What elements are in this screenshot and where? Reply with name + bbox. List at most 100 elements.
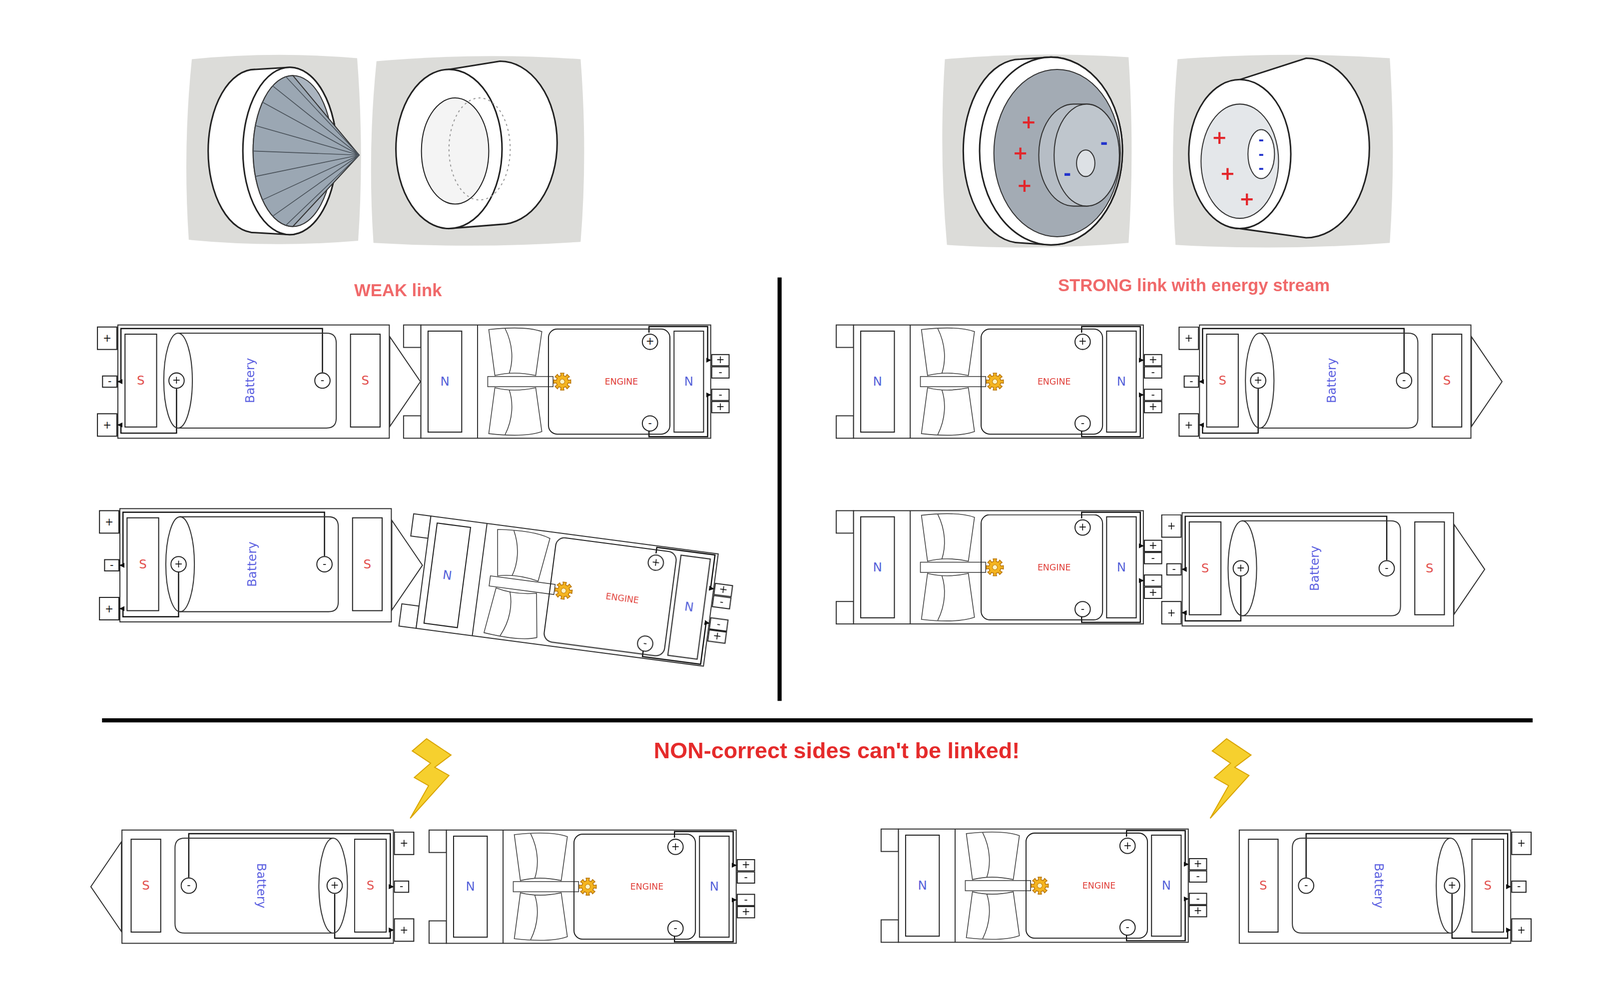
housing-divider: [909, 510, 911, 624]
terminal-box: -: [736, 871, 756, 884]
terminal-box: -: [1188, 892, 1208, 906]
magnet-pole: N: [873, 375, 883, 389]
polarity-sign: +: [1021, 113, 1037, 132]
socket-cap: [403, 325, 422, 348]
pole-sign: +: [1123, 840, 1132, 851]
socket-cap: [836, 325, 854, 348]
terminal-sign: +: [1184, 333, 1193, 344]
terminal-sign: +: [1193, 906, 1203, 917]
terminal-sign: -: [718, 389, 722, 400]
terminal-sign: +: [716, 402, 725, 413]
socket-hole: [1200, 103, 1279, 219]
terminal-box: -: [1188, 870, 1208, 883]
socket-cap: [836, 510, 854, 534]
magnet-pole: S: [1443, 374, 1452, 388]
turbine-blade: [491, 528, 551, 582]
gear-hub: [992, 564, 998, 570]
module-housing: [421, 325, 711, 439]
cylinder-body: [174, 838, 334, 934]
module: NENGINE+-N+--+: [835, 510, 1144, 625]
terminal-box: +: [96, 326, 118, 351]
terminal-box: +: [1178, 413, 1199, 437]
magnet-pole: S: [1201, 562, 1210, 575]
magnet-block: N: [1105, 330, 1137, 433]
polarity-sign: +: [1012, 143, 1029, 163]
terminal-box: +: [393, 918, 415, 942]
pole-circle: +: [1249, 372, 1267, 390]
warning-heading: NON-correct sides can't be linked!: [653, 739, 1020, 763]
terminal-sign: -: [1151, 575, 1155, 586]
magnet-pole: N: [440, 375, 450, 389]
pole-sign: +: [671, 841, 680, 852]
magnet-pole: S: [1259, 879, 1268, 893]
engine-label: ENGINE: [1037, 562, 1071, 572]
engine-label: ENGINE: [1082, 881, 1116, 890]
terminal-box: +: [1511, 918, 1532, 942]
terminal-sign: +: [399, 925, 409, 936]
battery-housing: [119, 508, 423, 622]
terminal-sign: -: [107, 376, 112, 387]
polarity-sign: +: [1219, 164, 1236, 183]
module: NENGINE+-N+--+: [398, 513, 719, 667]
module-housing: [121, 830, 394, 944]
socket-cap: [399, 603, 420, 629]
gear-icon: [579, 878, 597, 896]
terminal-box: +: [1143, 586, 1163, 600]
magnet-pole: S: [1425, 562, 1434, 575]
pole-circle: -: [180, 877, 198, 895]
socket-rim: [396, 69, 503, 229]
terminal-sign: -: [109, 559, 114, 570]
polarity-sign: -: [1258, 147, 1264, 161]
magnet-pole: S: [138, 557, 147, 571]
connector-cone: [1471, 336, 1503, 427]
socket-cap: [403, 415, 422, 439]
drive-shaft: [513, 881, 579, 892]
gear-icon: [986, 558, 1004, 576]
terminal-sign: +: [741, 907, 751, 918]
polarity-sign: -: [1063, 164, 1071, 183]
turbine-blade: [921, 573, 975, 621]
section-heading: WEAK link: [354, 282, 443, 300]
magnet-pole: N: [709, 880, 719, 894]
pole-sign: +: [1078, 336, 1087, 347]
magnet-pole: S: [363, 557, 372, 571]
turbine-blade: [921, 387, 975, 436]
module: NENGINE+-N+--+: [403, 324, 712, 440]
turbine-blade: [488, 387, 542, 436]
module: +-+SBattery+-S: [117, 324, 390, 440]
pole-circle: -: [667, 920, 684, 938]
magnet-block: N: [905, 834, 940, 937]
battery-housing: [1239, 830, 1511, 944]
terminal-sign: +: [1184, 420, 1193, 431]
terminal-sign: +: [1148, 402, 1158, 413]
terminal-sign: -: [1171, 564, 1176, 575]
terminal-box: -: [393, 880, 410, 894]
turbine-blade: [966, 832, 1020, 880]
housing-divider: [472, 523, 488, 636]
terminal-sign: +: [1193, 859, 1203, 870]
pole-circle: -: [1074, 600, 1091, 618]
terminal-sign: +: [102, 420, 112, 431]
terminal-box: -: [1143, 551, 1163, 565]
drive-shaft: [489, 575, 555, 595]
cone: [253, 75, 360, 227]
pole-circle: +: [646, 553, 666, 572]
socket-cap: [410, 514, 431, 539]
magnet-pole: N: [1116, 561, 1126, 574]
pole-circle: +: [641, 333, 659, 351]
cone-facets: [253, 76, 360, 226]
module-housing: [853, 510, 1144, 624]
drive-shaft: [965, 880, 1031, 891]
engine-label: ENGINE: [1037, 377, 1071, 386]
turbine-blade: [966, 891, 1020, 940]
terminal-sign: +: [718, 584, 729, 596]
cylinder-body: [179, 517, 339, 612]
magnet-block: N: [1105, 516, 1137, 619]
terminal-sign: +: [1148, 540, 1158, 551]
terminal-box: -: [103, 558, 120, 572]
cylinder-end: [165, 517, 195, 612]
terminal-box: +: [1511, 831, 1532, 856]
battery-housing: [90, 830, 394, 944]
magnet-pole: N: [1116, 375, 1126, 389]
magnet-pole: N: [442, 568, 453, 582]
